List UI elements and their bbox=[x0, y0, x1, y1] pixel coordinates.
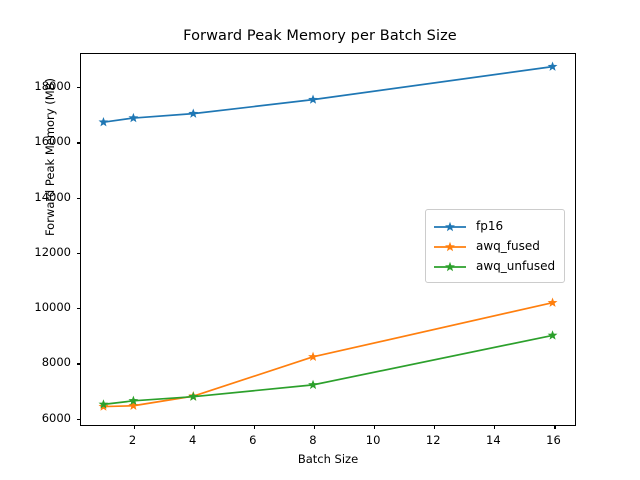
series-awq_fused bbox=[98, 297, 558, 411]
x-tick-mark bbox=[494, 425, 496, 429]
data-point-marker bbox=[308, 379, 318, 390]
data-point-marker bbox=[547, 330, 558, 340]
legend-swatch-icon bbox=[433, 239, 467, 253]
x-tick-label: 10 bbox=[365, 433, 381, 447]
x-axis-label: Batch Size bbox=[297, 452, 359, 466]
data-point-marker bbox=[308, 351, 318, 362]
x-tick-mark bbox=[554, 425, 556, 429]
x-tick-mark bbox=[374, 425, 376, 429]
legend-label: awq_unfused bbox=[476, 259, 556, 273]
legend-item-fp16[interactable]: fp16 bbox=[433, 216, 555, 236]
y-tick-mark bbox=[77, 197, 81, 199]
plot-area bbox=[77, 53, 576, 429]
chart-title: Forward Peak Memory per Batch Size bbox=[183, 28, 457, 44]
y-tick-mark bbox=[77, 363, 81, 365]
x-tick-mark bbox=[133, 425, 135, 429]
data-point-marker bbox=[128, 112, 139, 123]
x-tick-label: 2 bbox=[128, 433, 137, 447]
x-tick-label: 16 bbox=[546, 433, 561, 447]
y-tick-mark bbox=[77, 142, 81, 144]
legend-item-awq_unfused[interactable]: awq_unfused bbox=[433, 256, 555, 276]
series-line bbox=[102, 65, 554, 123]
data-point-marker bbox=[547, 297, 558, 307]
y-tick-mark bbox=[77, 308, 81, 310]
series-awq_unfused bbox=[98, 330, 558, 409]
legend-label: fp16 bbox=[476, 219, 504, 233]
y-tick-label: 16000 bbox=[34, 134, 71, 149]
legend-swatch-icon bbox=[433, 259, 467, 273]
y-tick-label: 8000 bbox=[41, 355, 71, 370]
x-tick-label: 6 bbox=[249, 433, 257, 447]
plot-lines bbox=[98, 61, 558, 411]
y-tick-label: 6000 bbox=[41, 410, 71, 425]
x-tick-label: 4 bbox=[189, 433, 197, 447]
data-point-marker bbox=[547, 61, 558, 71]
y-tick-mark bbox=[77, 252, 81, 255]
x-tick-label: 8 bbox=[309, 433, 317, 447]
legend-swatch-icon bbox=[433, 219, 467, 233]
data-point-marker bbox=[128, 400, 139, 410]
chart-legend: fp16 awq_fused awq_unfused bbox=[425, 209, 566, 283]
series-fp16 bbox=[98, 61, 558, 127]
legend-item-awq_fused[interactable]: awq_fused bbox=[433, 236, 555, 256]
legend-label: awq_fused bbox=[476, 239, 540, 253]
data-point-marker bbox=[188, 108, 199, 118]
series-line bbox=[102, 334, 554, 406]
x-tick-mark bbox=[434, 425, 436, 429]
y-tick-mark bbox=[77, 87, 81, 89]
x-tick-label: 14 bbox=[486, 433, 501, 447]
y-tick-mark bbox=[77, 418, 81, 420]
y-tick-label: 12000 bbox=[34, 244, 71, 259]
data-point-marker bbox=[128, 395, 139, 405]
x-tick-mark bbox=[253, 425, 255, 429]
y-tick-label: 14000 bbox=[34, 189, 71, 204]
data-point-marker bbox=[188, 391, 199, 401]
data-point-marker bbox=[308, 94, 318, 104]
x-tick-mark bbox=[193, 425, 195, 429]
y-tick-label: 18000 bbox=[34, 79, 71, 94]
y-tick-label: 10000 bbox=[34, 300, 71, 315]
data-point-marker bbox=[98, 399, 109, 409]
x-tick-mark bbox=[313, 425, 316, 429]
series-line bbox=[102, 301, 554, 408]
data-point-marker bbox=[98, 116, 109, 127]
x-tick-label: 12 bbox=[425, 433, 441, 447]
